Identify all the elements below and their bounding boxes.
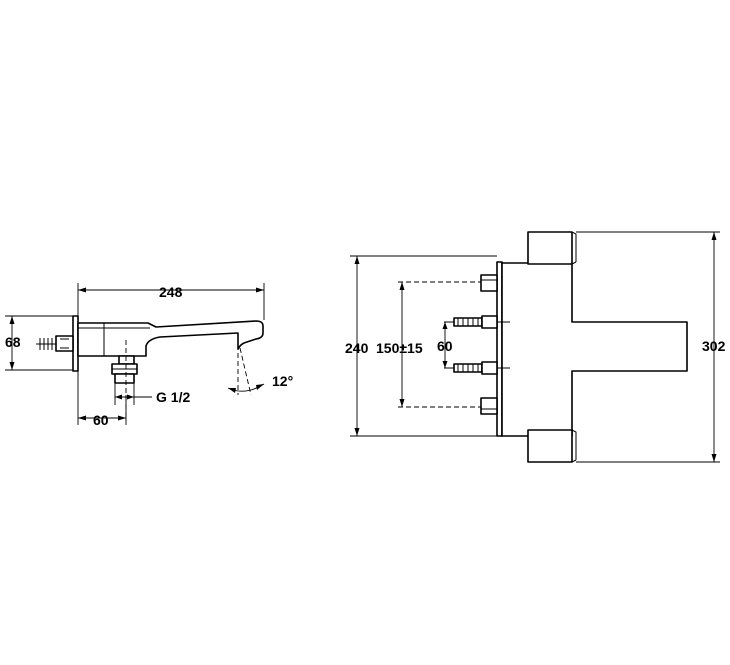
front-screw-top: [444, 315, 510, 329]
dim-150-label: 150±15: [376, 340, 423, 356]
dim-248-label: 248: [159, 284, 183, 300]
dim-60-front: [442, 322, 448, 368]
dim-240: [350, 255, 497, 437]
dim-60-side: [77, 371, 127, 425]
side-fixing-screw: [36, 335, 74, 352]
front-screw-bottom: [444, 361, 510, 375]
spout-body: [77, 320, 264, 357]
inlet-bottom: [480, 397, 498, 415]
angle-label: 12°: [272, 373, 293, 389]
front-view: 240 150±15 60 302: [345, 231, 726, 463]
side-view: 248 68 60 G 1/2: [5, 283, 293, 428]
top-handle: [527, 231, 577, 265]
dim-150: [399, 282, 405, 407]
thread-label: G 1/2: [156, 389, 190, 405]
thread-leader: [114, 383, 152, 405]
bottom-handle: [527, 429, 577, 463]
dim-60-front-label: 60: [437, 338, 453, 354]
dim-302: [576, 231, 720, 463]
inlet-top: [480, 274, 498, 292]
dim-68: [5, 315, 73, 371]
dim-302-label: 302: [702, 338, 726, 354]
dim-60-side-label: 60: [93, 412, 109, 428]
dim-248: [77, 283, 265, 320]
mixer-body: [501, 262, 688, 437]
dim-68-label: 68: [5, 334, 21, 350]
angle-indicator: [227, 345, 265, 396]
dim-240-label: 240: [345, 340, 369, 356]
